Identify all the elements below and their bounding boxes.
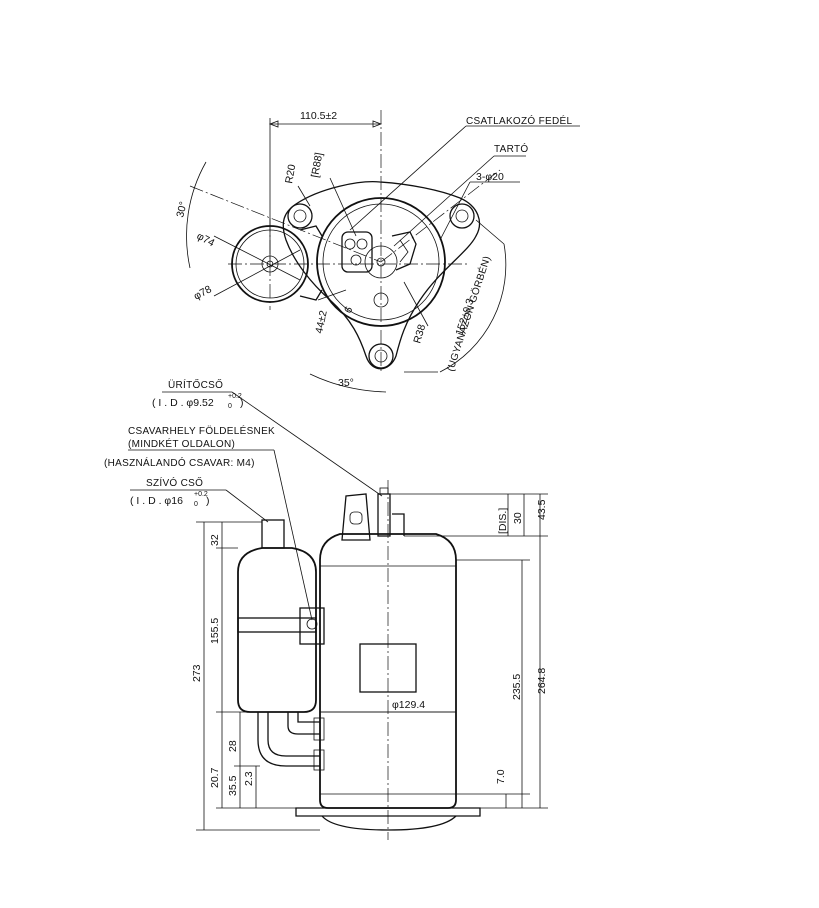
accumulator-body — [237, 547, 317, 713]
dim-264-8: 264.8 — [536, 668, 548, 694]
label-discharge-id: ( I . D . φ9.52 — [152, 397, 214, 409]
label-terminal-cover: CSATLAKOZÓ FEDÉL — [466, 114, 572, 127]
label-suction-close: ) — [206, 495, 210, 507]
label-discharge-tol-top: +0.2 — [228, 393, 242, 400]
side-view: 273 32 155.5 28 20.7 35.5 2.3 [DIS.] 30 … — [104, 377, 548, 840]
compressor-shell — [319, 533, 457, 809]
label-discharge-close: ) — [240, 397, 244, 409]
dim-r20: R20 — [283, 163, 298, 184]
dim-35deg: 35° — [338, 377, 354, 389]
label-bracket: TARTÓ — [494, 142, 528, 155]
dim-dis: [DIS.] — [497, 508, 509, 534]
mount-hole-left — [287, 203, 313, 229]
label-suction-id: ( I . D . φ16 — [130, 495, 183, 507]
dim-holes: 3-φ20 — [476, 171, 504, 183]
dim-r6: 6 — [342, 304, 355, 315]
label-discharge-tol-bot: 0 — [228, 403, 232, 410]
dim-35-5: 35.5 — [227, 775, 239, 796]
dim-155: 155.5 — [209, 618, 221, 644]
dim-d74: φ74 — [195, 230, 217, 249]
dim-2-3: 2.3 — [243, 771, 255, 786]
label-same-circle: (UGYANAZON GÖRBÉN) — [443, 254, 493, 373]
label-suction-tol-top: +0.2 — [194, 491, 208, 498]
dim-110: 110.5±2 — [300, 110, 337, 122]
label-discharge: ÜRÍTŐCSŐ — [168, 377, 223, 391]
dim-20-7: 20.7 — [209, 767, 221, 788]
dim-7: 7.0 — [495, 769, 507, 784]
dim-d78: φ78 — [192, 283, 214, 302]
label-ground-3: (HASZNÁLANDÓ CSAVAR: M4) — [104, 456, 255, 469]
dim-44: 44±2 — [313, 309, 330, 334]
label-ground-2: (MINDKÉT OLDALON) — [128, 437, 235, 450]
dim-r88: [R88] — [309, 152, 325, 179]
dim-30deg: 30° — [174, 200, 189, 218]
label-suction-tol-bot: 0 — [194, 501, 198, 508]
label-suction: SZÍVÓ CSŐ — [146, 475, 203, 489]
dim-28: 28 — [227, 740, 239, 752]
top-view: 110.5±2 [R88] R20 30° φ74 φ78 3-φ20 44±2… — [174, 110, 580, 393]
dim-43-5: 43.5 — [536, 499, 548, 520]
dim-235-5: 235.5 — [511, 674, 523, 700]
dim-32: 32 — [209, 534, 221, 546]
dim-30: 30 — [512, 512, 524, 524]
dim-273: 273 — [191, 664, 203, 682]
mount-hole-right — [449, 203, 475, 229]
dim-d129: φ129.4 — [392, 699, 425, 711]
label-ground-1: CSAVARHELY FÖLDELÉSNEK — [128, 424, 275, 437]
dim-r38: R38 — [411, 323, 428, 345]
